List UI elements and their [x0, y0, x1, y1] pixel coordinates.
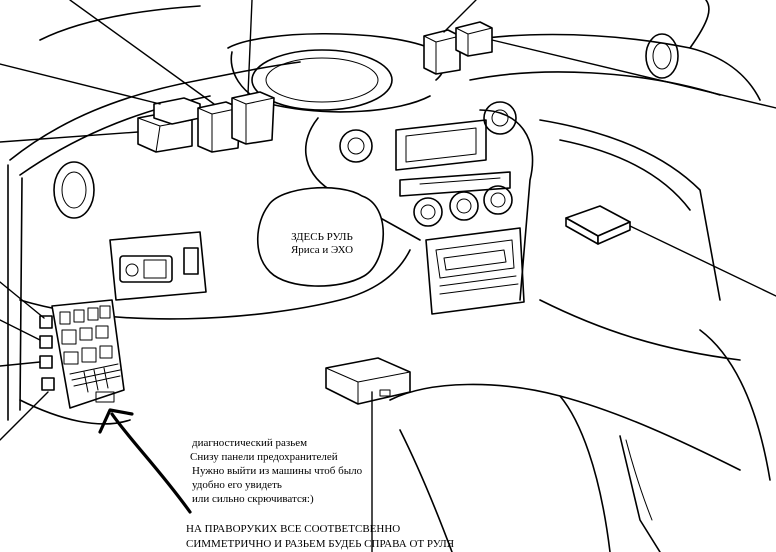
diagnostic-note: диагностический разьем Снизу панели пред…	[190, 437, 363, 505]
diag-note-line1: диагностический разьем	[192, 437, 307, 449]
diag-note-line5: или сильно скрючиватся:)	[192, 493, 314, 505]
diag-note-line4: удобно его увидеть	[192, 479, 282, 491]
dashboard-outline	[7, 0, 771, 552]
rhd-note: НА ПРАВОРУКИХ ВСЕ СООТВЕТСВЕННО СИММЕТРИ…	[186, 523, 455, 550]
diag-note-line3: Нужно выйти из машины чтоб было	[192, 465, 363, 477]
rhd-note-line1: НА ПРАВОРУКИХ ВСЕ СООТВЕТСВЕННО	[186, 523, 400, 535]
diag-note-line2: Снизу панели предохранителей	[190, 451, 338, 463]
diagnostic-arrow	[98, 408, 192, 514]
rhd-note-line2: СИММЕТРИЧНО И РАЗЬЕМ БУДЕЬ СПРАВА ОТ РУЛ…	[186, 538, 455, 550]
components	[137, 21, 631, 405]
fuse-box	[39, 299, 125, 409]
wheel-note-line2: Яриса и ЭХО	[291, 244, 353, 256]
steering-wheel-placeholder: ЗДЕСЬ РУЛЬ Яриса и ЭХО	[257, 186, 384, 287]
wheel-note-line1: ЗДЕСЬ РУЛЬ	[291, 231, 353, 243]
